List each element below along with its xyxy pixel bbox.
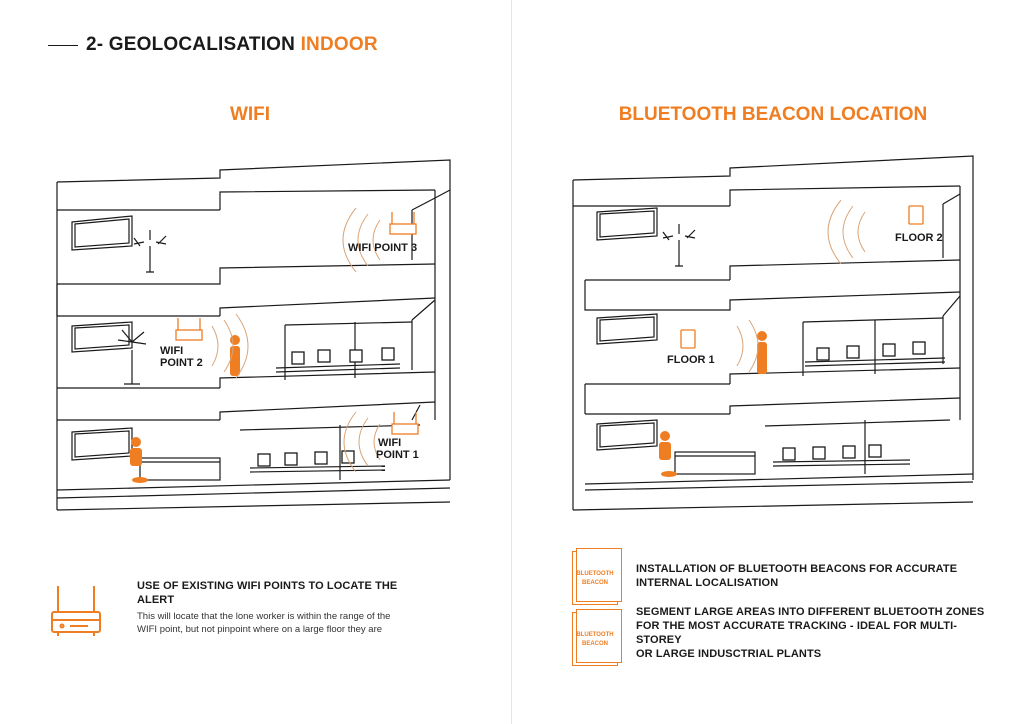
beacon-card-back bbox=[576, 548, 622, 602]
label-wifi-point-2-a: WIFI bbox=[160, 345, 183, 357]
page-spine bbox=[511, 0, 512, 724]
bluetooth-beacon-icon: BLUETOOTH BEACON bbox=[572, 609, 622, 666]
wifi-note: USE OF EXISTING WIFI POINTS TO LOCATE TH… bbox=[137, 579, 437, 636]
beacon-card-back bbox=[576, 609, 622, 663]
title-highlight: INDOOR bbox=[300, 34, 378, 55]
bluetooth-building-illustration: FLOOR 2 FLOOR 1 bbox=[572, 155, 974, 511]
beacon-card-label-1: BLUETOOTH bbox=[576, 571, 614, 577]
router-icon bbox=[51, 586, 101, 636]
label-wifi-point-2-b: POINT 2 bbox=[160, 357, 203, 369]
bluetooth-note-1-line-2: INTERNAL LOCALISATION bbox=[636, 577, 779, 589]
label-floor-1: FLOOR 1 bbox=[667, 354, 715, 366]
title-prefix: 2- GEOLOCALISATION bbox=[86, 34, 301, 55]
bluetooth-title: BLUETOOTH BEACON LOCATION bbox=[618, 104, 928, 125]
bluetooth-note-2-line-2: FOR THE MOST ACCURATE TRACKING - IDEAL F… bbox=[636, 620, 958, 646]
label-wifi-point-3: WIFI POINT 3 bbox=[348, 242, 417, 254]
header-rule bbox=[48, 44, 78, 46]
wifi-building-illustration: WIFI POINT 3 WIFI POINT 2 WIFI POINT 1 bbox=[56, 159, 451, 511]
bluetooth-note-2-line-1: SEGMENT LARGE AREAS INTO DIFFERENT BLUET… bbox=[636, 606, 985, 618]
wifi-title: WIFI bbox=[229, 104, 271, 125]
page-title: 2- GEOLOCALISATION INDOOR bbox=[86, 34, 378, 56]
bluetooth-note-1-line-1: INSTALLATION OF BLUETOOTH BEACONS FOR AC… bbox=[636, 563, 958, 575]
wifi-note-title-2: ALERT bbox=[137, 594, 175, 606]
beacon-card-label-1: BLUETOOTH bbox=[576, 632, 614, 638]
label-wifi-point-1-a: WIFI bbox=[378, 437, 401, 449]
wifi-note-title-1: USE OF EXISTING WIFI POINTS TO LOCATE TH… bbox=[137, 580, 398, 592]
bluetooth-note-1: INSTALLATION OF BLUETOOTH BEACONS FOR AC… bbox=[636, 562, 976, 590]
bluetooth-note-2: SEGMENT LARGE AREAS INTO DIFFERENT BLUET… bbox=[636, 605, 996, 661]
label-floor-2: FLOOR 2 bbox=[895, 232, 943, 244]
bluetooth-beacon-icon: BLUETOOTH BEACON bbox=[572, 548, 622, 605]
wifi-note-body-2: WIFI point, but not pinpoint where on a … bbox=[137, 624, 383, 635]
bluetooth-note-2-line-3: OR LARGE INDUSCTRIAL PLANTS bbox=[636, 648, 822, 660]
section-header: 2- GEOLOCALISATION INDOOR bbox=[48, 34, 378, 56]
worker-figures bbox=[659, 331, 767, 477]
beacon-card-label-2: BEACON bbox=[581, 641, 608, 647]
wifi-note-body-1: This will locate that the lone worker is… bbox=[137, 611, 391, 622]
beacon-card-label-2: BEACON bbox=[581, 580, 608, 586]
label-wifi-point-1-b: POINT 1 bbox=[376, 449, 419, 461]
